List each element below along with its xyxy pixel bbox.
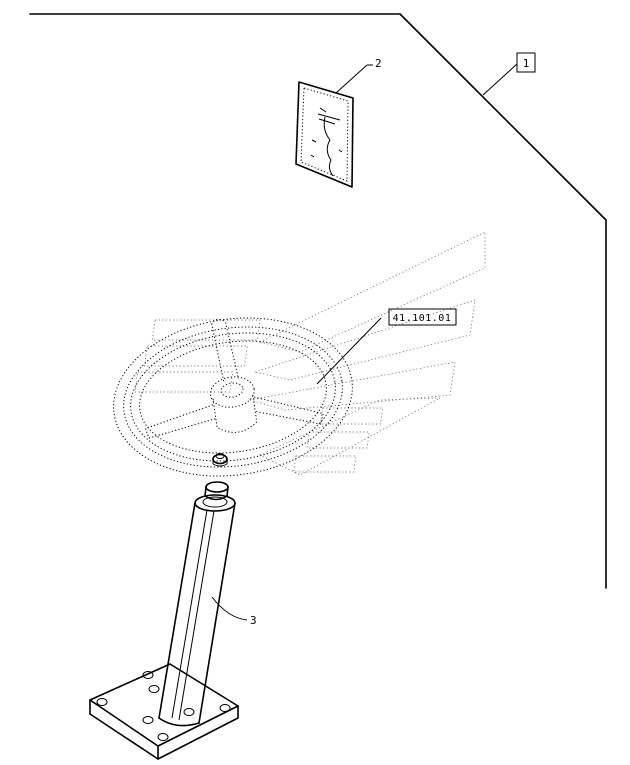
callout-1[interactable]: 1 [482,52,536,96]
mounting-hole [219,704,231,712]
reference-callout-box [388,308,457,326]
mounting-hole [142,671,154,679]
callout-3-label: 3 [250,614,257,627]
callout-3[interactable]: 3 [211,596,257,627]
mounting-hole [142,716,154,724]
hub-nut [212,453,228,467]
callout-1-box [516,52,536,73]
mounting-holes [96,671,231,741]
callout-2[interactable]: 2 [335,57,382,94]
reference-callout[interactable]: 41.101.01 [316,308,457,385]
callout-2-label: 2 [375,57,382,70]
reference-callout-label: 41.101.01 [393,313,452,324]
steering-wheel [113,317,353,477]
mounting-hole [148,685,160,693]
decal-sheet [295,81,354,188]
steering-column [158,494,236,727]
shaft-collar [204,481,229,501]
assembly-boundary-line [29,13,607,589]
base-plate [89,663,239,760]
mounting-hole [157,733,169,741]
mounting-hole [183,708,195,716]
callout-1-label: 1 [523,57,530,70]
ghost-logo-watermark [134,231,486,476]
mounting-hole [96,698,108,706]
